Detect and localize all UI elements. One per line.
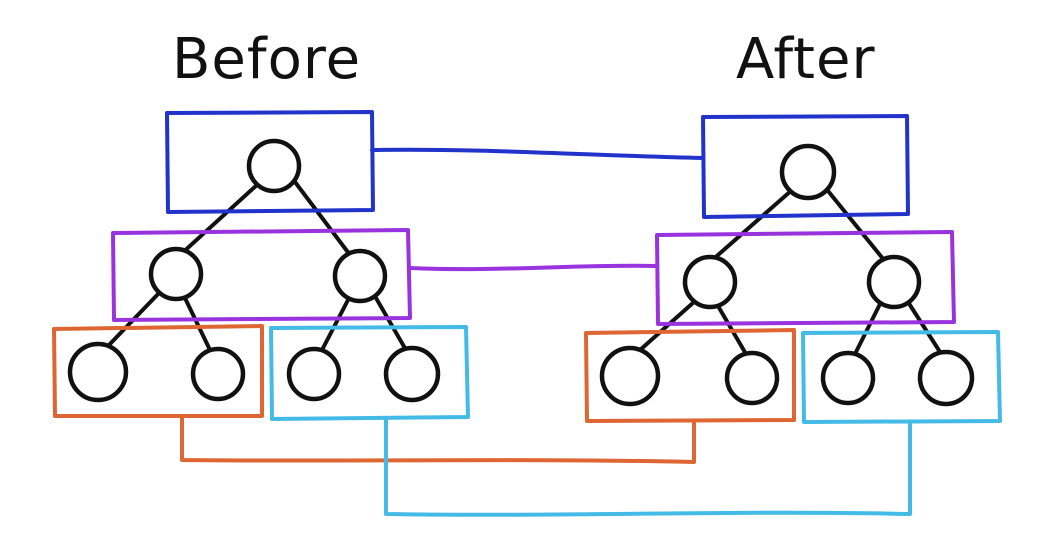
after-left-node	[682, 254, 738, 310]
before-root-node	[246, 138, 302, 194]
after-root-box	[701, 114, 910, 219]
after-right-node	[866, 254, 922, 310]
before-edge-root-left	[178, 182, 260, 257]
after-edge-right-rr	[906, 300, 942, 354]
after-leaf-node-3	[820, 350, 876, 406]
before-edge-right-rl	[320, 298, 350, 352]
before-left-node	[148, 246, 204, 302]
after-leaf-node-4	[917, 349, 975, 407]
after-tree	[584, 114, 1002, 424]
after-edge-left-ll	[638, 300, 696, 352]
after-leaf-node-1	[599, 345, 661, 407]
before-tree	[52, 110, 470, 421]
before-right-node	[332, 248, 388, 304]
middle-level-link	[408, 263, 659, 272]
before-edge-root-right	[290, 176, 352, 257]
before-title: Before	[172, 27, 361, 92]
after-edge-right-rl	[854, 302, 882, 354]
right-subtree-link	[384, 417, 912, 517]
left-subtree-link	[180, 415, 696, 464]
before-middle-box	[111, 228, 412, 322]
before-right-subtree-box	[269, 325, 470, 421]
after-root-node	[779, 143, 837, 201]
before-left-subtree-box	[52, 324, 264, 418]
after-edge-root-left	[708, 188, 794, 264]
after-edge-root-right	[822, 184, 886, 262]
after-middle-box	[655, 230, 956, 326]
before-leaf-node-3	[286, 346, 342, 402]
after-leaf-node-2	[724, 350, 780, 406]
before-leaf-node-1	[67, 341, 129, 403]
before-edge-right-rr	[374, 296, 408, 352]
after-left-subtree-box	[584, 328, 796, 423]
before-leaf-node-4	[383, 345, 441, 403]
before-edge-left-lr	[182, 294, 212, 352]
after-right-subtree-box	[801, 330, 1002, 424]
before-root-box	[165, 110, 375, 214]
root-level-link	[370, 147, 705, 160]
after-title: After	[736, 27, 875, 92]
before-leaf-node-2	[190, 346, 246, 402]
